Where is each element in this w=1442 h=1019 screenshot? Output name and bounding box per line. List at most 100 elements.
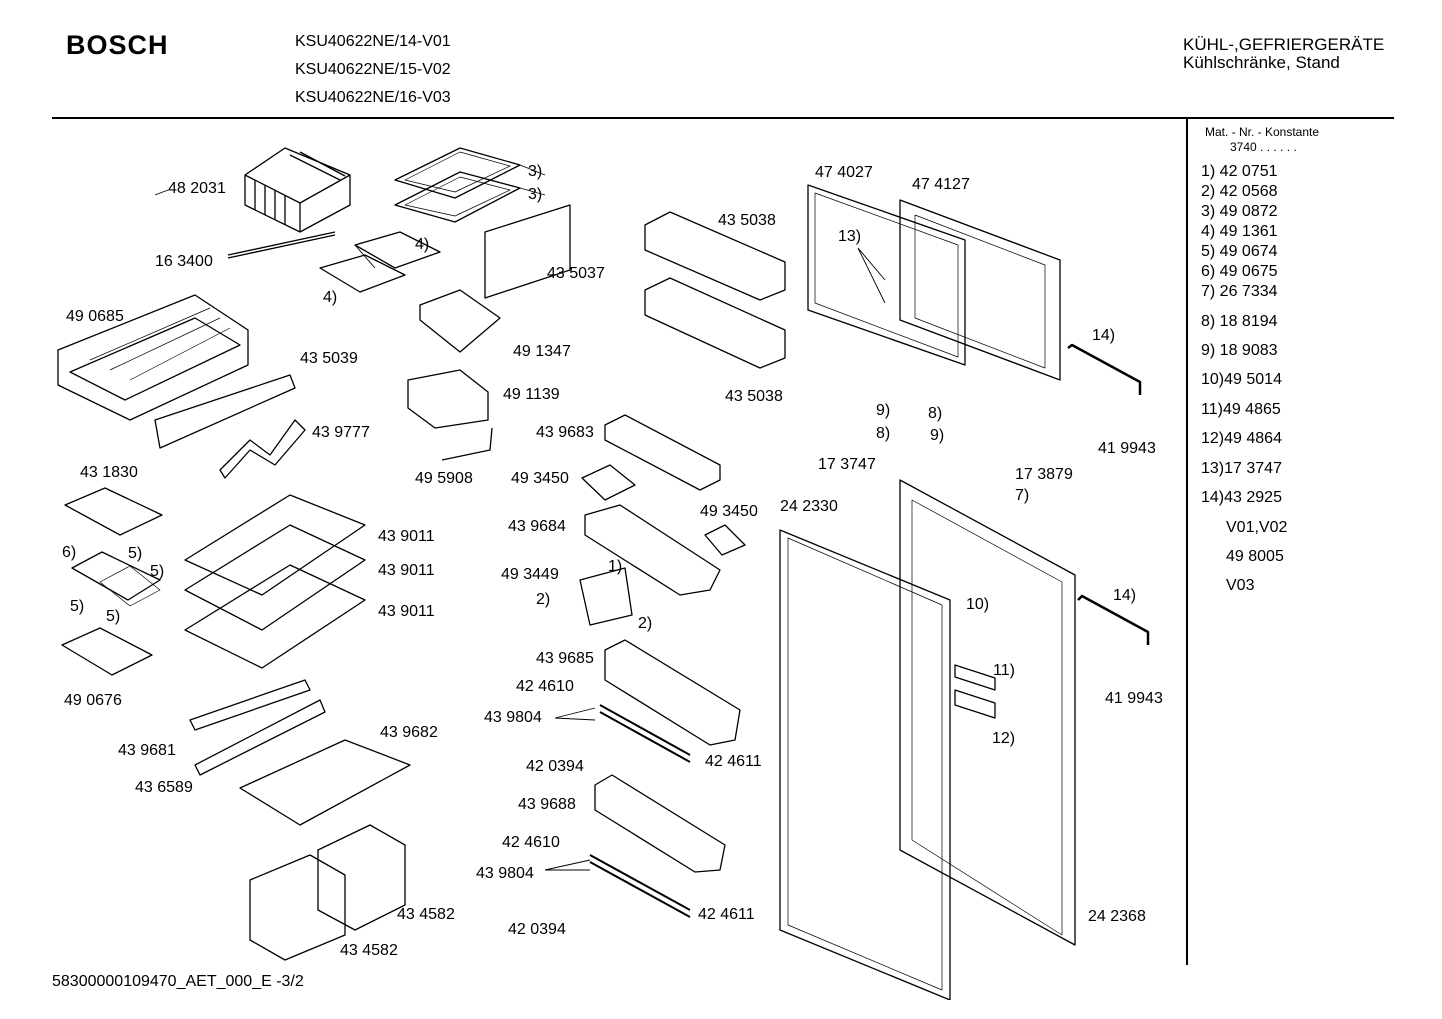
document-id: 58300000109470_AET_000_E -3/2 (52, 973, 304, 990)
ref-number: 1) (608, 558, 623, 575)
part-label: 24 2368 (1088, 908, 1146, 925)
shelf-strip (194, 699, 326, 776)
legend-item: 12)49 4864 (1201, 430, 1282, 447)
flap (579, 567, 633, 626)
ref-number: 8) (876, 425, 891, 442)
ref-number: 5) (106, 608, 121, 625)
part-label: 41 9943 (1105, 690, 1163, 707)
leader-lines (154, 164, 886, 871)
freezer-door (899, 199, 1061, 381)
part-label: 49 1347 (513, 343, 571, 360)
exploded-view-drawing (57, 147, 1150, 1000)
fridge-gasket (779, 529, 951, 1000)
crisper-cover (239, 739, 411, 826)
ref-number: 4) (415, 236, 430, 253)
part-label: 24 2330 (780, 498, 838, 515)
door-bin (604, 639, 741, 746)
legend-title: Mat. - Nr. - Konstante (1205, 125, 1320, 139)
ref-number: 6) (62, 544, 77, 561)
legend-item: 8) 18 8194 (1201, 313, 1278, 330)
dividers (99, 565, 161, 607)
part-label: 43 9684 (508, 518, 566, 535)
legend-item: 9) 18 9083 (1201, 342, 1278, 359)
legend-item: 7) 26 7334 (1201, 283, 1278, 300)
part-label: 49 3450 (511, 470, 569, 487)
part-label: 42 0394 (526, 758, 584, 775)
legend-item: 2) 42 0568 (1201, 183, 1278, 200)
front-strip (154, 374, 296, 449)
header-divider (52, 117, 1394, 119)
part-label: 43 9688 (518, 796, 576, 813)
bottle-rack (219, 419, 306, 479)
ref-number: 5) (128, 545, 143, 562)
part-label: 43 5039 (300, 350, 358, 367)
ice-tray-holder (244, 147, 351, 233)
door-bin (604, 414, 721, 491)
door-labels (954, 664, 996, 719)
freezer-drawer (57, 294, 249, 421)
door-bin (584, 504, 721, 596)
ice-tray-frame (419, 289, 501, 353)
part-label: 43 1830 (80, 464, 138, 481)
legend-item: 3) 49 0872 (1201, 203, 1278, 220)
brand-logo: BOSCH (66, 30, 169, 60)
part-label: 41 9943 (1098, 440, 1156, 457)
model-number: KSU40622NE/15-V02 (295, 61, 451, 78)
butter-dish-set (71, 551, 161, 601)
legend-divider (1186, 119, 1188, 965)
model-number: KSU40622NE/14-V01 (295, 33, 451, 50)
ref-number: 11) (993, 662, 1015, 679)
part-label: 17 3879 (1015, 466, 1073, 483)
part-label: 42 4610 (502, 834, 560, 851)
egg-tray (704, 524, 746, 556)
egg-tray (581, 464, 636, 501)
part-label: 42 4610 (516, 678, 574, 695)
ref-number: 14) (1092, 327, 1116, 344)
legend-item: 4) 49 1361 (1201, 223, 1278, 240)
fridge-door (899, 479, 1076, 946)
part-label: 43 5038 (725, 388, 783, 405)
part-label: 49 0676 (64, 692, 122, 709)
part-label: 43 9011 (378, 562, 435, 579)
legend-item: 14)43 2925 (1201, 489, 1282, 506)
legend-item: 13)17 3747 (1201, 460, 1282, 477)
ref-number: 5) (70, 598, 85, 615)
part-label: 43 6589 (135, 779, 193, 796)
ref-number: 9) (876, 402, 891, 419)
rail (589, 854, 691, 918)
part-label: 43 9777 (312, 424, 370, 441)
ref-number: 12) (992, 730, 1016, 747)
ref-number: 10) (966, 596, 990, 613)
part-label: 49 1139 (503, 386, 560, 403)
ref-number: 3) (528, 163, 543, 180)
storage-box (407, 369, 489, 429)
category-subtitle: Kühlschränke, Stand (1183, 53, 1340, 72)
freezer-flap (484, 204, 571, 299)
part-label: 49 0685 (66, 308, 124, 325)
ref-number: 14) (1113, 587, 1137, 604)
door-handle (1077, 594, 1150, 645)
shelf-strip (189, 679, 311, 731)
part-label: 43 5037 (547, 265, 605, 282)
door-bin (594, 774, 726, 873)
ref-number: 2) (536, 591, 551, 608)
ref-number: 7) (1015, 487, 1030, 504)
part-label: 43 4582 (340, 942, 398, 959)
part-label: 43 9804 (476, 865, 534, 882)
rail (599, 704, 691, 763)
part-label: 43 9683 (536, 424, 594, 441)
part-label: 43 4582 (397, 906, 455, 923)
crisper-drawers (249, 824, 406, 961)
ref-number: 2) (638, 615, 653, 632)
category-title: KÜHL-,GEFRIERGERÄTE (1183, 35, 1385, 54)
part-label: 42 0394 (508, 921, 566, 938)
legend-item: 6) 49 0675 (1201, 263, 1278, 280)
part-label: 47 4127 (912, 176, 970, 193)
door-shelf (644, 277, 786, 369)
ice-grid-trays (394, 147, 521, 223)
legend-item: 1) 42 0751 (1201, 163, 1278, 180)
ice-scraper (227, 231, 336, 259)
bracket (441, 427, 493, 461)
ref-number: 4) (323, 289, 338, 306)
door-handle (1067, 343, 1142, 395)
